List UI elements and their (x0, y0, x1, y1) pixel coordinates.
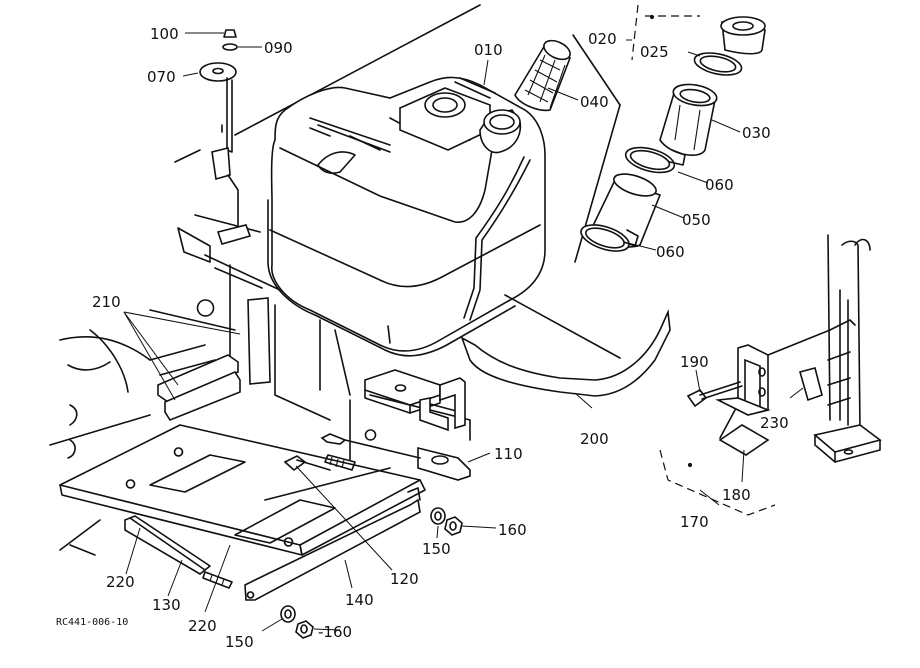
callout-130: 130 (152, 596, 181, 614)
callout-230: 230 (760, 414, 789, 432)
tank-base-plate (59, 424, 426, 556)
rubber-pad-210 (157, 297, 271, 421)
leader-dot (649, 14, 655, 20)
support-bar-130 (124, 515, 211, 575)
callout-020: 020 (588, 30, 617, 48)
assembly-170-boundary (659, 449, 776, 516)
tank-strap-200 (460, 294, 671, 397)
bolt-120 (283, 454, 356, 472)
callout-160-lower: -160 (318, 623, 352, 641)
rubber-pad-180 (718, 409, 770, 456)
callout-110: 110 (494, 445, 523, 463)
gasket-025 (693, 52, 743, 76)
callout-030: 030 (742, 124, 771, 142)
fuel-gauge-sender (199, 29, 252, 245)
rubber-pad-230 (799, 367, 823, 402)
callout-labels: 100 090 070 010 040 020 025 030 060 050 … (56, 25, 789, 651)
stud-bolt-lower (202, 571, 233, 589)
callout-060-lower: 060 (656, 243, 685, 261)
callout-010: 010 (474, 41, 503, 59)
callout-180: 180 (722, 486, 751, 504)
rubber-pad-220 (149, 454, 336, 544)
leader-lines (123, 32, 804, 632)
fuel-tank-010 (267, 76, 546, 357)
callout-220-right: 220 (188, 617, 217, 635)
hose-clamp-060-lower (580, 224, 639, 252)
nut-160 (295, 516, 463, 639)
callout-190: 190 (680, 353, 709, 371)
bracket-170 (715, 329, 831, 416)
washer-150 (280, 507, 446, 623)
callout-200: 200 (580, 430, 609, 448)
tank-support-bracket (320, 369, 471, 481)
fuel-cap-020 (720, 16, 766, 55)
callout-090: 090 (264, 39, 293, 57)
side-bracket-140 (244, 487, 421, 601)
drawing-code: RC441-006-10 (56, 617, 128, 628)
bolt-190 (686, 381, 743, 408)
callout-050: 050 (682, 211, 711, 229)
callout-070: 070 (147, 68, 176, 86)
callout-100: 100 (150, 25, 179, 43)
filler-group-boundary (631, 4, 700, 61)
callout-160-upper: 160 (498, 521, 527, 539)
hose-clamp-060 (624, 146, 686, 174)
callout-120: 120 (390, 570, 419, 588)
cab-frame-right (813, 234, 882, 463)
leader-dot (687, 462, 693, 468)
filler-neck-030 (659, 83, 718, 156)
fuel-strainer-040 (514, 34, 621, 263)
callout-025: 025 (640, 43, 669, 61)
callout-150-lower: 150 (225, 633, 254, 651)
callout-150-upper: 150 (422, 540, 451, 558)
callout-220-left: 220 (106, 573, 135, 591)
callout-210: 210 (92, 293, 121, 311)
callout-170: 170 (680, 513, 709, 531)
callout-060-upper: 060 (705, 176, 734, 194)
callout-140: 140 (345, 591, 374, 609)
callout-040: 040 (580, 93, 609, 111)
